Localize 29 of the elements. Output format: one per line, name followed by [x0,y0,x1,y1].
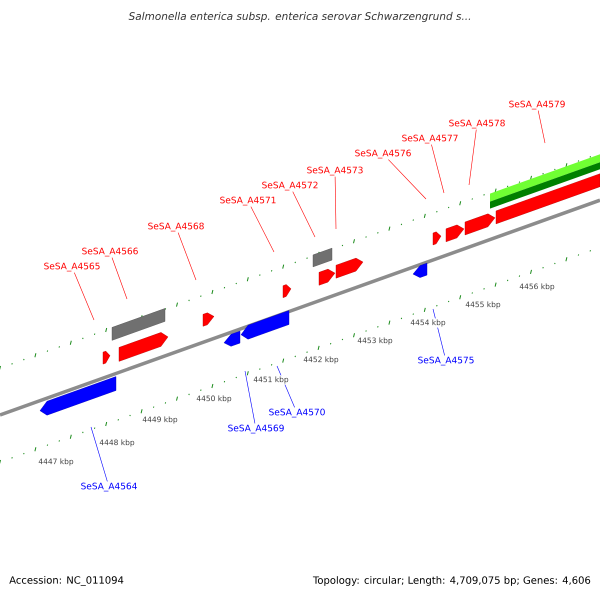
gene-label: SeSA_A4570 [269,408,325,418]
accession-text: Accession: NC_011094 [9,576,124,586]
leader-line [388,159,426,200]
leader-line [244,370,256,424]
gene-label: SeSA_A4571 [220,196,276,206]
gene-label: SeSA_A4565 [44,262,100,272]
leader-line [431,144,444,194]
leader-line [74,272,94,320]
gene-label: SeSA_A4573 [307,166,363,176]
summary-text: Topology: circular; Length: 4,709,075 bp; Genes: 4,606 [312,576,590,586]
gene-label: SeSA_A4578 [449,120,505,128]
leader-line [112,257,128,300]
gene-label: SeSA_A4575 [418,356,474,366]
leader-line [334,176,336,230]
leader-line [178,232,196,280]
title: Salmonella enterica subsp. enterica serovar Schwarzengrund s... [128,12,470,22]
gene-label: SeSA_A4568 [148,222,204,232]
gene-label: SeSA_A4577 [402,134,458,144]
gene-label: SeSA_A4572 [262,182,318,190]
gene-label: SeSA_A4569 [228,424,284,434]
leader-line [292,191,316,238]
gene-label: SeSA_A4576 [355,150,411,158]
leader-line [250,206,274,252]
gene-label: SeSA_A4564 [81,482,137,492]
leader-line [468,129,477,186]
leader-line [90,426,108,482]
leader-line [538,110,546,144]
gene-label: SeSA_A4566 [82,248,138,256]
gene-label: SeSA_A4579 [509,100,565,110]
